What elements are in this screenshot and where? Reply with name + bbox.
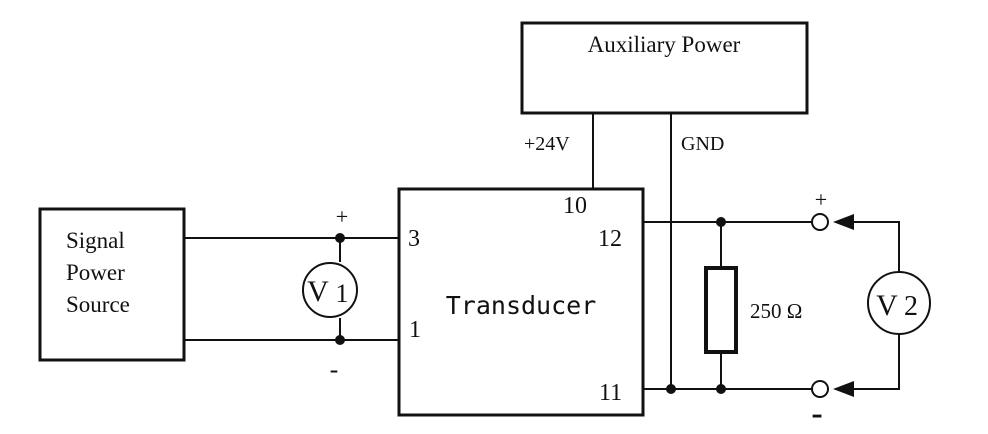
transducer-label: Transducer (446, 291, 597, 320)
resistor-250-ohm (704, 266, 738, 354)
output-terminal-minus (811, 380, 829, 398)
voltmeter-v2-letter: V (876, 289, 898, 322)
pin-10-label: 10 (563, 193, 587, 219)
junction-v1-top (335, 233, 345, 243)
signal-source-label-2: Power (66, 260, 125, 285)
junction-gnd (666, 384, 676, 394)
voltmeter-v1-sub: 1 (336, 279, 349, 308)
junction-v1-bottom (335, 335, 345, 345)
signal-power-source-box (38, 207, 186, 362)
pin-12-label: 12 (598, 226, 622, 252)
voltmeter-v2-sub: 2 (904, 291, 918, 322)
voltmeter-v1-letter: V (307, 275, 329, 308)
output-terminal-plus (811, 213, 829, 231)
auxiliary-power-box (520, 21, 809, 115)
net-label-gnd: GND (681, 133, 724, 155)
wire-v2-top (840, 221, 900, 272)
junction-res-top (716, 217, 726, 227)
pin-3-label: 3 (408, 226, 420, 252)
output-minus-sign: - (811, 395, 822, 432)
pin-11-label: 11 (599, 380, 622, 406)
resistor-label: 250 Ω (750, 299, 802, 323)
voltmeter-v2 (867, 271, 931, 335)
voltmeter-v1 (302, 262, 358, 318)
net-label-plus24v: +24V (524, 133, 570, 155)
auxiliary-power-label: Auxiliary Power (588, 32, 741, 57)
wire-v2-bottom (840, 334, 900, 390)
output-plus-sign: + (815, 187, 827, 212)
arrow-v2-top (833, 214, 854, 230)
signal-source-label-3: Source (66, 292, 130, 317)
arrow-v2-bottom (833, 381, 854, 397)
v1-plus-sign: + (336, 204, 348, 229)
signal-source-label-1: Signal (66, 228, 125, 253)
pin-1-label: 1 (409, 317, 421, 343)
transducer-box (397, 187, 645, 417)
junction-res-bottom (716, 384, 726, 394)
v1-minus-sign: - (330, 355, 339, 384)
